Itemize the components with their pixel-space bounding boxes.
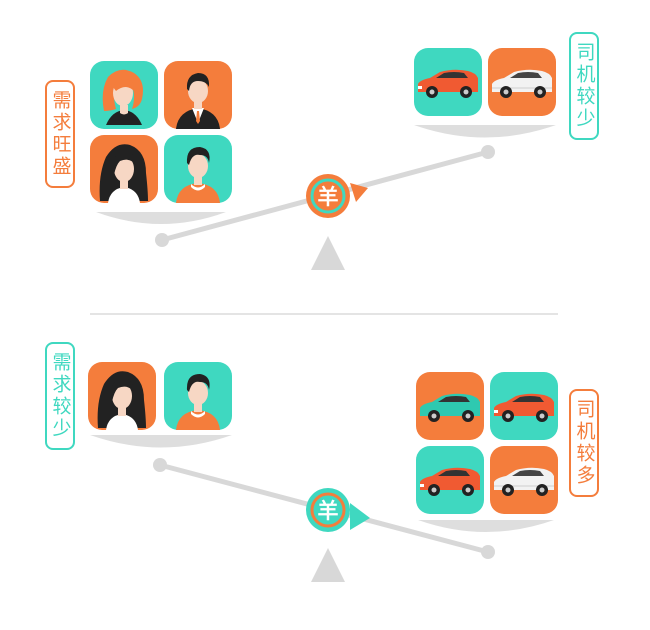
price-up-indicator: 羊 [306,174,368,218]
few-drivers-label: 司机较少 [569,32,599,140]
arrow-up-right-icon [350,183,368,202]
drivers-car-group [414,48,556,116]
scenario-top: 羊 [90,48,556,270]
price-coin-ring [310,492,346,528]
few-drivers-text: 司机较少 [573,42,596,130]
right-pan [414,125,556,138]
left-pan [96,212,226,224]
drivers-car-group [416,372,558,514]
many-drivers-text: 司机较多 [573,399,596,487]
many-drivers-label: 司机较多 [569,389,599,497]
price-down-indicator: 羊 [306,488,370,532]
high-demand-text: 需求旺盛 [49,90,72,178]
low-demand-label: 需求较少 [45,342,75,450]
left-pan [90,435,232,448]
price-coin-ring [310,178,346,214]
beam-end-right [481,545,495,559]
demand-people-group [88,362,232,430]
right-pan [418,520,554,532]
currency-symbol: 羊 [318,185,339,209]
arrow-down-right-icon [350,503,370,530]
demand-people-group [90,61,232,203]
beam-end-right [481,145,495,159]
fulcrum-triangle [311,548,345,582]
low-demand-text: 需求较少 [49,352,72,440]
scenario-bottom: 羊 [88,362,558,582]
beam-end-left [153,458,167,472]
fulcrum-triangle [311,236,345,270]
high-demand-label: 需求旺盛 [45,80,75,188]
beam-end-left [155,233,169,247]
currency-symbol: 羊 [318,499,339,523]
